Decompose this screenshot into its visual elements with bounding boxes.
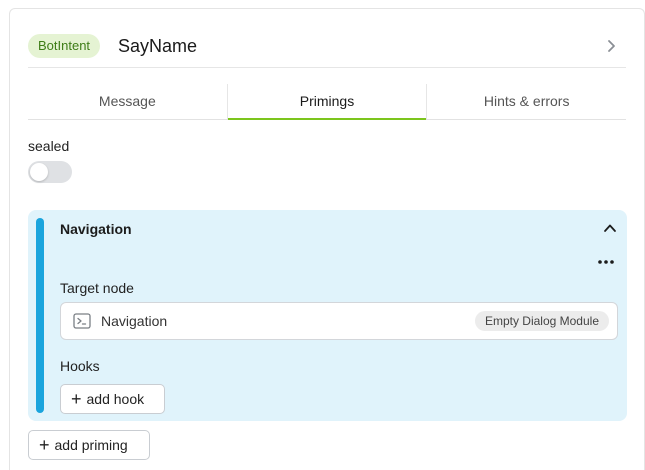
toggle-knob xyxy=(30,163,48,181)
priming-title: Navigation xyxy=(60,221,132,237)
intent-title: SayName xyxy=(118,36,198,56)
sealed-toggle[interactable] xyxy=(28,161,72,183)
tab-primings[interactable]: Primings xyxy=(227,84,428,120)
hooks-label: Hooks xyxy=(60,358,100,374)
intent-type-badge: BotIntent xyxy=(28,34,101,58)
target-node-label: Target node xyxy=(60,280,134,296)
add-hook-button[interactable]: + add hook xyxy=(60,384,165,414)
plus-icon: + xyxy=(39,435,50,455)
chevron-right-icon[interactable] xyxy=(604,38,618,54)
chevron-up-icon[interactable] xyxy=(603,221,617,235)
add-priming-label: add priming xyxy=(54,437,128,453)
target-node-type-tag: Empty Dialog Module xyxy=(474,311,609,331)
target-node-select[interactable]: Navigation Empty Dialog Module xyxy=(60,302,618,340)
priming-accent-bar xyxy=(36,218,44,413)
tab-message[interactable]: Message xyxy=(28,84,228,119)
priming-card: Navigation Target node Navigation Empty … xyxy=(28,210,627,421)
tab-bar: Message Primings Hints & errors xyxy=(28,84,626,120)
more-horizontal-icon[interactable] xyxy=(597,258,615,266)
target-node-name: Navigation xyxy=(101,313,168,329)
sealed-label: sealed xyxy=(28,138,70,154)
add-hook-label: add hook xyxy=(86,391,145,407)
terminal-icon xyxy=(73,313,91,329)
add-priming-button[interactable]: + add priming xyxy=(28,430,150,460)
tab-hints-errors[interactable]: Hints & errors xyxy=(483,93,570,109)
intent-header[interactable]: BotIntent SayName xyxy=(28,30,626,68)
plus-icon: + xyxy=(71,389,82,409)
